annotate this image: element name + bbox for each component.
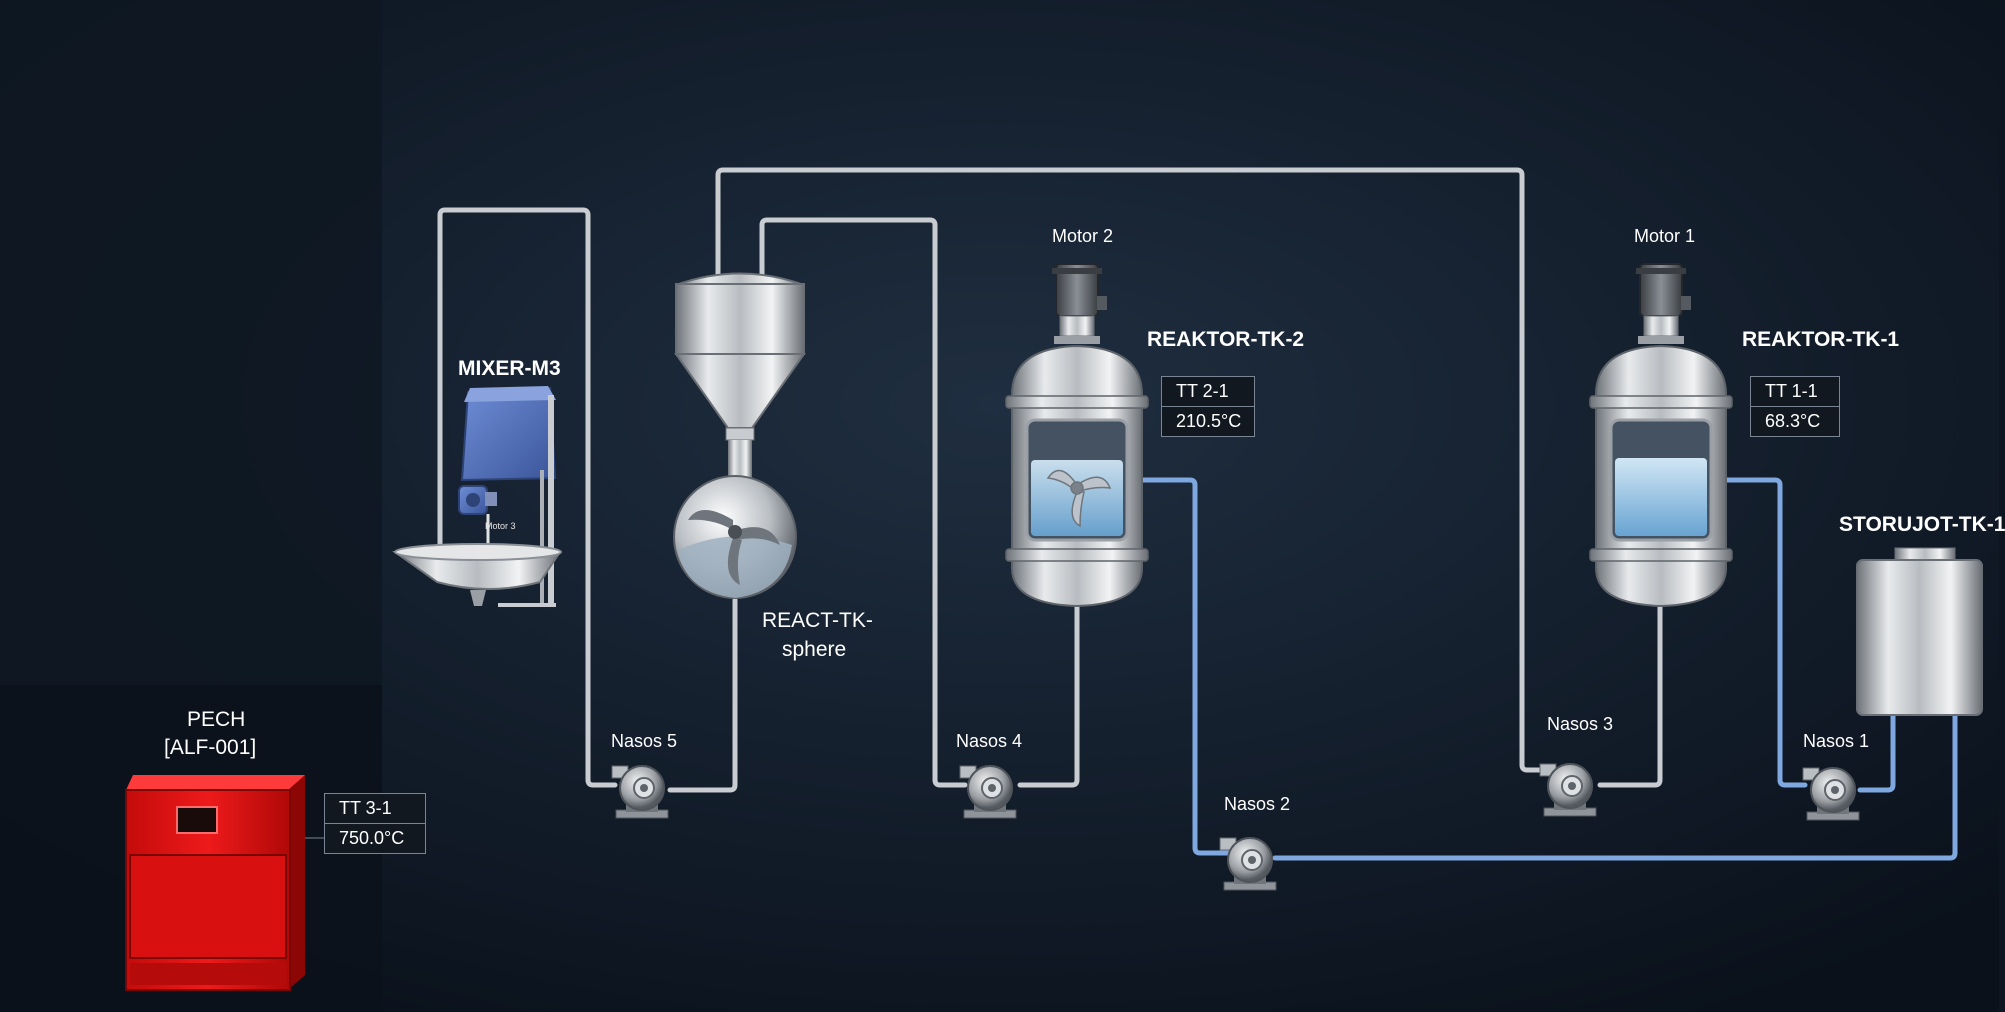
pipe-mixer-loop [437, 207, 618, 788]
mixer-bowl [391, 551, 562, 590]
furnace-grille [130, 963, 286, 985]
tt-3-1-value: 750.0°C [325, 823, 425, 853]
pipe-r2-nasos4 [1017, 602, 1080, 788]
hopper-neck [725, 427, 755, 441]
background-panel [0, 0, 382, 685]
furnace-side [288, 775, 305, 990]
gray-pipes [437, 167, 1663, 793]
mixer-label: MIXER-M3 [458, 357, 561, 380]
motor-3-label: Motor 3 [485, 521, 516, 531]
sphere-label-line1: REACT-TK- [762, 609, 873, 632]
furnace-label-line1: PECH [187, 708, 246, 731]
pipe-hopper-nasos4 [759, 217, 968, 788]
reactor-1-liquid [1615, 458, 1707, 536]
mixer-bowl-rim [394, 543, 562, 561]
tt-2-1-value: 210.5°C [1162, 406, 1254, 436]
motor-2-label: Motor 2 [1052, 226, 1114, 246]
storage-label: STORUJOT-TK-1 [1839, 513, 2005, 536]
tt-3-1-panel[interactable]: TT 3-1 750.0°C [324, 793, 426, 854]
pipe-top-long [715, 167, 1548, 773]
reaktor-tk-2[interactable] [1005, 263, 1149, 608]
tt-2-1-tag: TT 2-1 [1176, 381, 1229, 401]
motor-1-label: Motor 1 [1634, 226, 1696, 246]
pipe-r1-nasos3 [1597, 602, 1663, 788]
mixer-body [460, 386, 557, 482]
reactor-1-flange-top [1589, 395, 1733, 409]
furnace-window [176, 806, 218, 834]
motor-1-icon [1636, 263, 1691, 344]
furnace-top [126, 775, 305, 790]
mixer-m3[interactable] [391, 386, 562, 607]
motor-2-icon [1052, 263, 1107, 344]
react-tk-sphere[interactable] [673, 272, 806, 599]
hopper-pipe [728, 440, 752, 480]
pipe-sphere-nasos5 [667, 597, 738, 793]
storage-body [1856, 559, 1983, 716]
mixer-stand [548, 395, 554, 605]
tt-2-1-panel[interactable]: TT 2-1 210.5°C [1161, 376, 1255, 437]
reactor-2-flange-bottom [1005, 548, 1149, 562]
reactor-2-label: REAKTOR-TK-2 [1147, 328, 1305, 351]
furnace-pech[interactable] [125, 775, 324, 991]
tt-1-1-tag: TT 1-1 [1765, 381, 1818, 401]
hopper-cylinder [675, 283, 805, 355]
mixer-top [464, 386, 556, 402]
pipe-r2-nasos2 [1140, 477, 1233, 856]
furnace-door [129, 854, 287, 959]
sphere-label-line2: sphere [782, 638, 847, 661]
reactor-1-flange-bottom [1589, 548, 1733, 562]
reactor-2-flange-top [1005, 395, 1149, 409]
reactor-1-label: REAKTOR-TK-1 [1742, 328, 1900, 351]
mixer-bowl-outlet [470, 590, 486, 606]
pipe-r1-nasos1 [1724, 477, 1808, 788]
tt-3-1-tag: TT 3-1 [339, 798, 392, 818]
reaktor-tk-1[interactable] [1589, 263, 1733, 608]
pipe-nasos2-storage [1272, 712, 1958, 861]
nasos-1-label: Nasos 1 [1803, 731, 1870, 751]
blue-pipes [1140, 477, 1958, 861]
storujot-tk-1[interactable] [1856, 547, 1983, 716]
reactor-2-agitator-icon [1046, 469, 1112, 528]
mixer-foot [498, 603, 556, 607]
nasos-5-label: Nasos 5 [611, 731, 678, 751]
pipe-storage-nasos1 [1857, 712, 1896, 793]
nasos-4-label: Nasos 4 [956, 731, 1023, 751]
tt-1-1-panel[interactable]: TT 1-1 68.3°C [1750, 376, 1840, 437]
mixer-stand-2 [540, 470, 544, 605]
furnace-label-line2: [ALF-001] [164, 736, 257, 759]
motor-3-icon [458, 485, 497, 515]
tt-1-1-value: 68.3°C [1751, 406, 1839, 436]
sphere-agitator-icon [688, 510, 780, 585]
nasos-3-label: Nasos 3 [1547, 714, 1614, 734]
nasos-2-label: Nasos 2 [1224, 794, 1291, 814]
